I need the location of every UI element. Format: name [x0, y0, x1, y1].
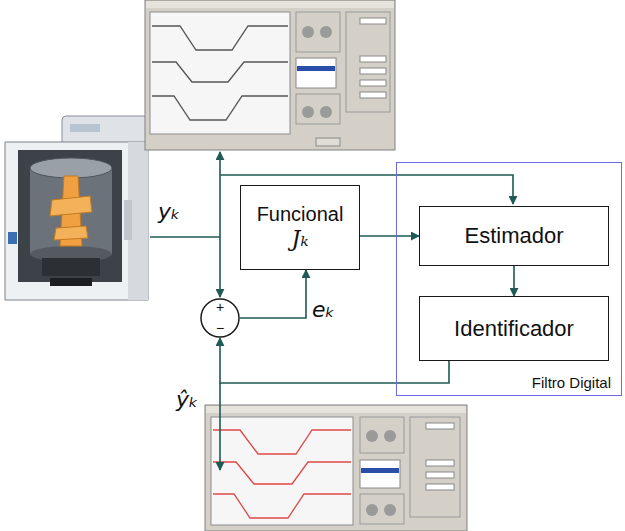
- signal-connector: [360, 235, 419, 237]
- summing-junction: +−: [200, 298, 240, 338]
- node-text: Estimador: [464, 223, 563, 248]
- signal-name: ŷₖ: [176, 388, 198, 412]
- node-text: Identificador: [454, 316, 574, 341]
- signal-connector: [513, 266, 515, 296]
- scope-window: [145, 0, 395, 150]
- node-text: +: [216, 299, 224, 315]
- node-text: Funcional: [257, 203, 344, 226]
- process-box: Estimador: [419, 206, 609, 266]
- node-text: Jₖ: [292, 226, 309, 251]
- washing-machine: [5, 116, 148, 300]
- signal-connector: [240, 270, 306, 318]
- process-box: Identificador: [419, 296, 609, 361]
- group-box: Filtro Digital EstimadorIdentificador: [396, 162, 622, 396]
- process-box: FuncionalJₖ: [240, 185, 360, 270]
- scope-window: [205, 405, 467, 531]
- node-text: Filtro Digital: [532, 374, 611, 391]
- node-text: −: [216, 320, 224, 336]
- signal-connector: [220, 338, 449, 383]
- signal-name: yₖ: [158, 200, 180, 224]
- signal-name: eₖ: [312, 298, 335, 322]
